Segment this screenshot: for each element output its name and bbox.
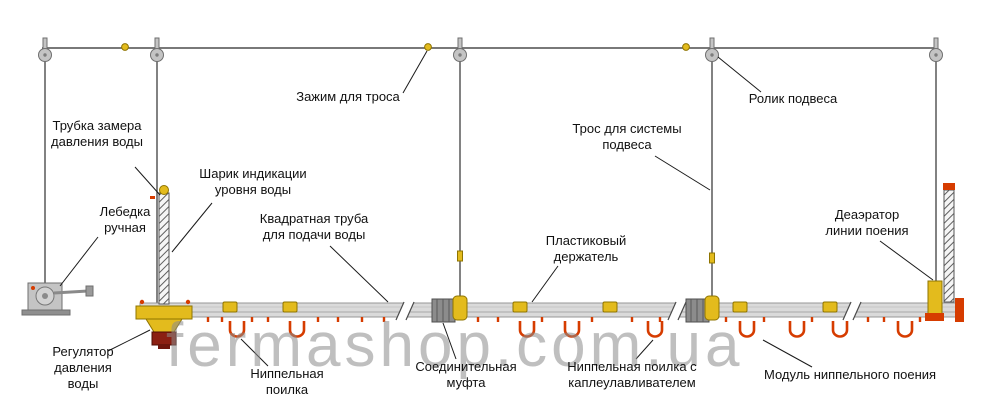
pressure-regulator-assembly — [135, 299, 193, 349]
cable-clamp-icon — [121, 43, 129, 51]
label-level-ball: Шарик индикации уровня воды — [199, 166, 307, 197]
drinker-saddle-icon — [602, 301, 618, 313]
nipple-drinker-cup-icon — [831, 319, 849, 338]
deaerator-assembly — [925, 183, 964, 322]
connecting-coupling-icon — [431, 298, 456, 323]
drinker-saddle-icon — [512, 301, 528, 313]
label-module: Модуль ниппельного поения — [764, 367, 937, 382]
leader-regulator — [107, 329, 151, 352]
leader-pressure-tube — [134, 166, 161, 196]
drip-catcher-cups — [228, 319, 914, 338]
suspension-roller-icon — [38, 37, 52, 62]
nipple-drinker-cup-icon — [518, 319, 536, 338]
label-cable-clamp: Зажим для троса — [296, 89, 400, 104]
drinker-saddle-icon — [222, 301, 238, 313]
label-deaerator: Деаэратор линии поения — [825, 207, 909, 238]
suspension-roller-icon — [705, 37, 719, 62]
plastic-holder-icon — [704, 295, 720, 321]
label-drip-catcher: Ниппельная поилка с каплеулавливателем — [567, 359, 697, 390]
cable-clamp-icon — [682, 43, 690, 51]
label-plastic-holder: Пластиковый держатель — [545, 233, 627, 264]
leader-cable-clamp — [402, 50, 428, 94]
water-pipe — [139, 302, 963, 318]
nipple-drinker-cup-icon — [288, 319, 306, 338]
nipple-drinker-cup-icon — [563, 319, 581, 338]
leader-lines — [59, 50, 934, 368]
nipple-drinker-cup-icon — [228, 319, 246, 338]
plastic-holder-icon — [452, 295, 468, 321]
nipple-drinker-cup-icon — [738, 319, 756, 338]
label-pressure-tube: Трубка замера давления воды — [51, 118, 143, 149]
suspension-roller-icon — [453, 37, 467, 62]
suspension-roller-icon — [929, 37, 943, 62]
water-level-tube — [150, 185, 170, 305]
leader-suspension-cable — [654, 155, 711, 191]
leader-deaerator — [879, 240, 934, 281]
level-indicator-ball-icon — [159, 185, 169, 195]
leader-coupling — [442, 322, 457, 360]
nipple-drinker-cup-icon — [646, 319, 664, 338]
drinker-saddle-icon — [282, 301, 298, 313]
cable-clamps — [121, 43, 690, 51]
drinker-saddle-icon — [732, 301, 748, 313]
leader-roller — [717, 56, 762, 93]
nipple-drinker-cup-icon — [788, 319, 806, 338]
suspension-rollers — [38, 37, 943, 62]
label-suspension-cable: Трос для системы подвеса — [572, 121, 682, 152]
label-nipple-drinker: Ниппельная поилка — [250, 366, 324, 397]
nipple-drinker-cup-icon — [896, 319, 914, 338]
leader-square-pipe — [329, 245, 389, 303]
leader-plastic-holder — [531, 265, 559, 303]
label-coupling: Соединительная муфта — [415, 359, 517, 390]
label-winch: Лебедка ручная — [99, 204, 151, 235]
leader-drip-catcher — [635, 339, 654, 360]
label-square-pipe: Квадратная труба для подачи воды — [259, 211, 369, 242]
leader-level-ball — [171, 202, 213, 253]
suspension-roller-icon — [150, 37, 164, 62]
manual-winch — [21, 282, 94, 316]
label-roller: Ролик подвеса — [748, 91, 838, 106]
cord-lock-icon — [457, 250, 463, 262]
cord-lock-icon — [709, 252, 715, 264]
cable-clamp-icon — [424, 43, 432, 51]
leader-winch — [59, 236, 99, 287]
leader-nipple-drinker — [240, 338, 269, 367]
drinker-saddle-icon — [822, 301, 838, 313]
label-regulator: Регулятор давления воды — [52, 344, 114, 391]
leader-module — [762, 339, 813, 368]
